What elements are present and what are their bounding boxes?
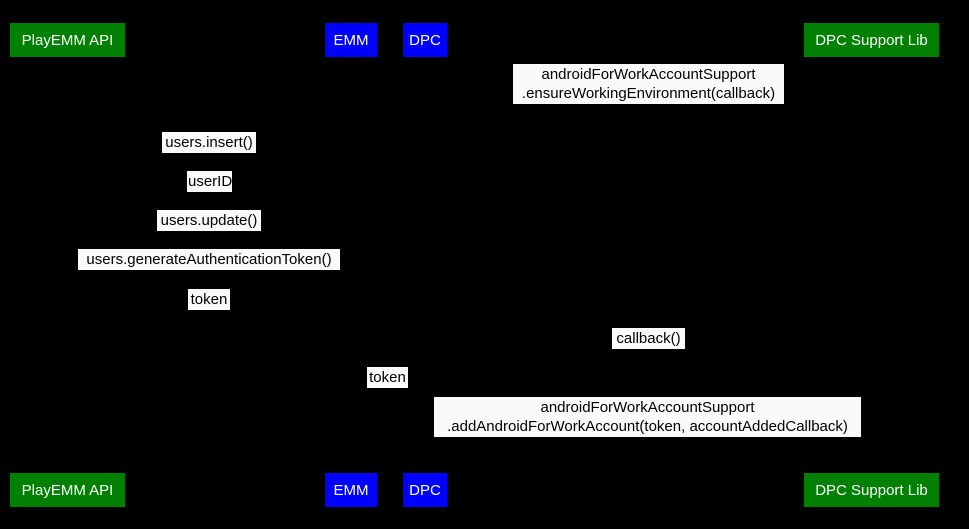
message-line: token <box>190 291 228 308</box>
message-label-9[interactable]: androidForWorkAccountSupport .addAndroidF… <box>434 397 861 437</box>
message-line: users.generateAuthenticationToken() <box>86 251 332 268</box>
message-label-6[interactable]: token <box>188 289 230 310</box>
participant-playemm-bottom[interactable]: PlayEMM API <box>10 473 125 507</box>
participant-emm-bottom[interactable]: EMM <box>325 473 377 507</box>
participant-label: DPC Support Lib <box>815 481 928 499</box>
message-line: androidForWorkAccountSupport <box>541 66 756 83</box>
message-label-4[interactable]: users.update() <box>157 210 261 231</box>
participant-emm-top[interactable]: EMM <box>325 23 377 57</box>
message-label-7[interactable]: callback() <box>612 328 685 349</box>
lifeline-playemm <box>68 57 69 473</box>
participant-label: DPC Support Lib <box>815 31 928 49</box>
lifeline-dpc <box>425 57 426 473</box>
participant-playemm-top[interactable]: PlayEMM API <box>10 23 125 57</box>
participant-label: PlayEMM API <box>21 481 114 499</box>
message-line: androidForWorkAccountSupport <box>540 399 755 416</box>
message-label-3[interactable]: userID <box>187 171 232 192</box>
message-line: .ensureWorkingEnvironment(callback) <box>521 85 776 102</box>
participant-dpclib-bottom[interactable]: DPC Support Lib <box>804 473 939 507</box>
message-line: token <box>369 369 406 386</box>
message-line: userID <box>188 173 233 190</box>
participant-dpclib-top[interactable]: DPC Support Lib <box>804 23 939 57</box>
message-line: users.insert() <box>165 134 253 151</box>
lifeline-emm <box>351 57 352 473</box>
message-label-5[interactable]: users.generateAuthenticationToken() <box>78 249 340 270</box>
message-label-8[interactable]: token <box>367 367 408 388</box>
message-line: users.update() <box>160 212 258 229</box>
participant-label: EMM <box>333 31 369 49</box>
message-line: callback() <box>616 330 681 347</box>
participant-dpc-bottom[interactable]: DPC <box>403 473 447 507</box>
message-line: .addAndroidForWorkAccount(token, account… <box>447 418 848 435</box>
participant-dpc-top[interactable]: DPC <box>403 23 447 57</box>
participant-label: DPC <box>409 31 441 49</box>
message-label-1[interactable]: androidForWorkAccountSupport .ensureWorki… <box>513 64 784 104</box>
message-label-2[interactable]: users.insert() <box>162 132 256 153</box>
participant-label: EMM <box>333 481 369 499</box>
participant-label: DPC <box>409 481 441 499</box>
lifeline-dpclib <box>872 57 873 473</box>
participant-label: PlayEMM API <box>21 31 114 49</box>
